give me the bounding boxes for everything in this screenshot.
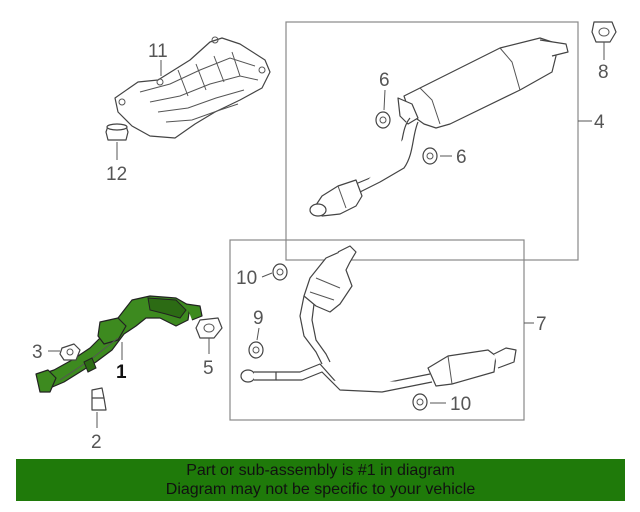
hanger-part-10a[interactable]	[272, 263, 288, 281]
callout-6-upper: 6	[379, 70, 390, 91]
muffler-assembly-part[interactable]	[309, 37, 569, 217]
gasket-part-8[interactable]	[591, 21, 617, 43]
info-banner: Part or sub-assembly is #1 in diagram Di…	[16, 459, 625, 501]
bolt-part-2[interactable]	[91, 387, 107, 411]
nut-part-3[interactable]	[59, 343, 81, 361]
hanger-part-10b[interactable]	[412, 393, 428, 411]
callout-7: 7	[536, 314, 547, 335]
heat-shield-part[interactable]	[114, 36, 271, 139]
callout-3: 3	[32, 342, 43, 363]
callout-12: 12	[106, 164, 127, 185]
callout-2: 2	[91, 432, 102, 453]
banner-line-2: Diagram may not be specific to your vehi…	[165, 481, 476, 498]
muffler-group-frame	[285, 21, 579, 261]
callout-8: 8	[598, 62, 609, 83]
callout-1: 1	[116, 362, 127, 383]
banner-line-1: Part or sub-assembly is #1 in diagram	[186, 462, 455, 479]
leader-lines	[48, 42, 605, 428]
pipe-group-frame	[229, 239, 525, 421]
callout-6-lower: 6	[456, 147, 467, 168]
callout-9: 9	[253, 308, 264, 329]
hanger-part-6b[interactable]	[422, 147, 438, 165]
callout-4: 4	[594, 112, 605, 133]
hanger-part-9[interactable]	[248, 341, 264, 359]
callout-10-upper: 10	[236, 268, 257, 289]
nut-part-12[interactable]	[105, 123, 129, 141]
callout-10-lower: 10	[450, 394, 471, 415]
gasket-part-5[interactable]	[195, 317, 223, 339]
callout-5: 5	[203, 358, 214, 379]
exhaust-pipe-assembly-part[interactable]	[240, 245, 517, 393]
callout-11: 11	[148, 41, 168, 62]
hanger-part-6a[interactable]	[375, 111, 391, 129]
